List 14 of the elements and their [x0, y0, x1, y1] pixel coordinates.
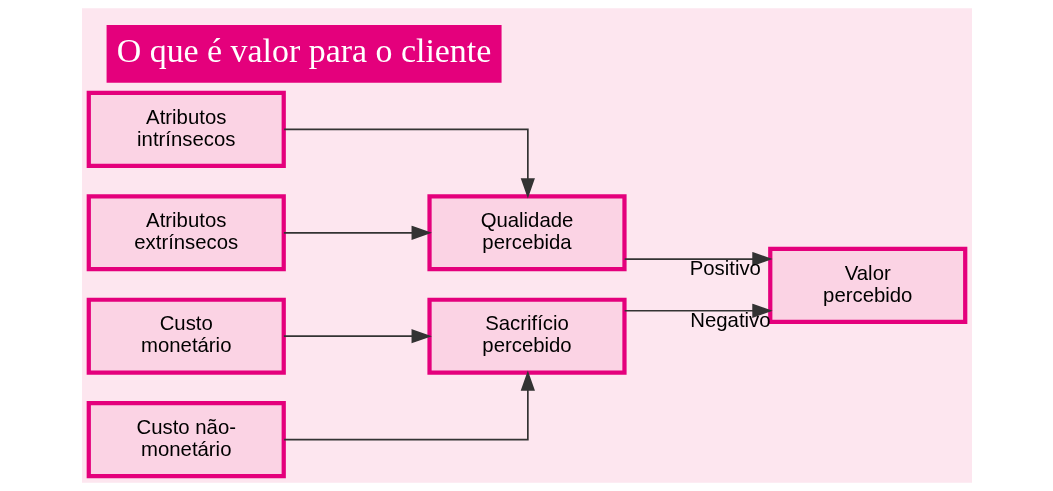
node-box: Custo não-monetário — [86, 401, 286, 479]
node-box: Atributos intrínsecos — [86, 90, 286, 168]
arrow — [282, 128, 535, 199]
arrow — [623, 251, 773, 267]
arrow — [282, 329, 432, 344]
arrow — [282, 370, 535, 441]
node-box: Atributos extrínsecos — [86, 194, 286, 272]
node-box: Sacrifício percebido — [426, 297, 627, 375]
edge-label: Positivo — [689, 257, 761, 280]
diagram-title: O que é valor para o cliente — [116, 32, 491, 70]
node-box: Qualidade percebida — [426, 194, 627, 272]
node-box: Custo monetário — [86, 297, 286, 375]
arrow — [623, 303, 773, 318]
arrow — [282, 225, 432, 240]
